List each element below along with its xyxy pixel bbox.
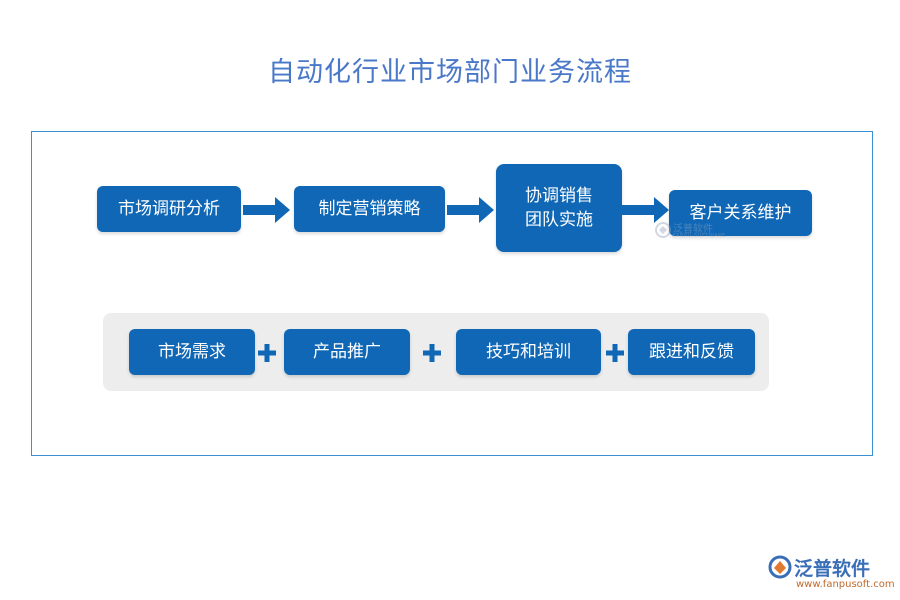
element-label: 产品推广 (313, 342, 381, 362)
flow-step-market-research: 市场调研分析 (97, 186, 241, 232)
diagram-frame (31, 131, 873, 456)
plus-icon (606, 344, 624, 362)
fanpu-watermark-icon (655, 222, 671, 238)
logo-url: www.fanpusoft.com (796, 579, 895, 590)
page-title: 自动化行业市场部门业务流程 (268, 57, 632, 88)
watermark: 泛普软件 FANPU SOFTWARE (655, 220, 745, 244)
flow-arrow-icon (447, 197, 494, 223)
element-product-promotion: 产品推广 (284, 329, 410, 375)
watermark-sub: FANPU SOFTWARE (673, 233, 726, 239)
element-label: 技巧和培训 (486, 342, 571, 362)
flow-arrow-icon (243, 197, 290, 223)
fanpu-logo-icon (768, 555, 792, 579)
flow-step-customer-relations: 客户关系维护 (669, 190, 812, 236)
element-skills-training: 技巧和培训 (456, 329, 601, 375)
flow-arrow-icon (622, 197, 669, 223)
flow-step-strategy: 制定营销策略 (294, 186, 445, 232)
element-follow-up: 跟进和反馈 (628, 329, 755, 375)
element-label: 跟进和反馈 (649, 342, 734, 362)
flow-step-sales-coordination: 协调销售 团队实施 (496, 164, 622, 252)
watermark-name: 泛普软件 (673, 224, 713, 235)
plus-icon (258, 344, 276, 362)
flow-step-label: 市场调研分析 (118, 199, 220, 219)
logo-name: 泛普软件 (794, 558, 871, 580)
element-market-demand: 市场需求 (129, 329, 255, 375)
brand-logo: 泛普软件 www.fanpusoft.com (768, 553, 895, 593)
element-label: 市场需求 (158, 342, 226, 362)
flow-step-label: 客户关系维护 (689, 203, 792, 223)
flow-step-label: 制定营销策略 (318, 199, 421, 219)
flow-step-label: 协调销售 团队实施 (525, 186, 593, 230)
plus-icon (423, 344, 441, 362)
